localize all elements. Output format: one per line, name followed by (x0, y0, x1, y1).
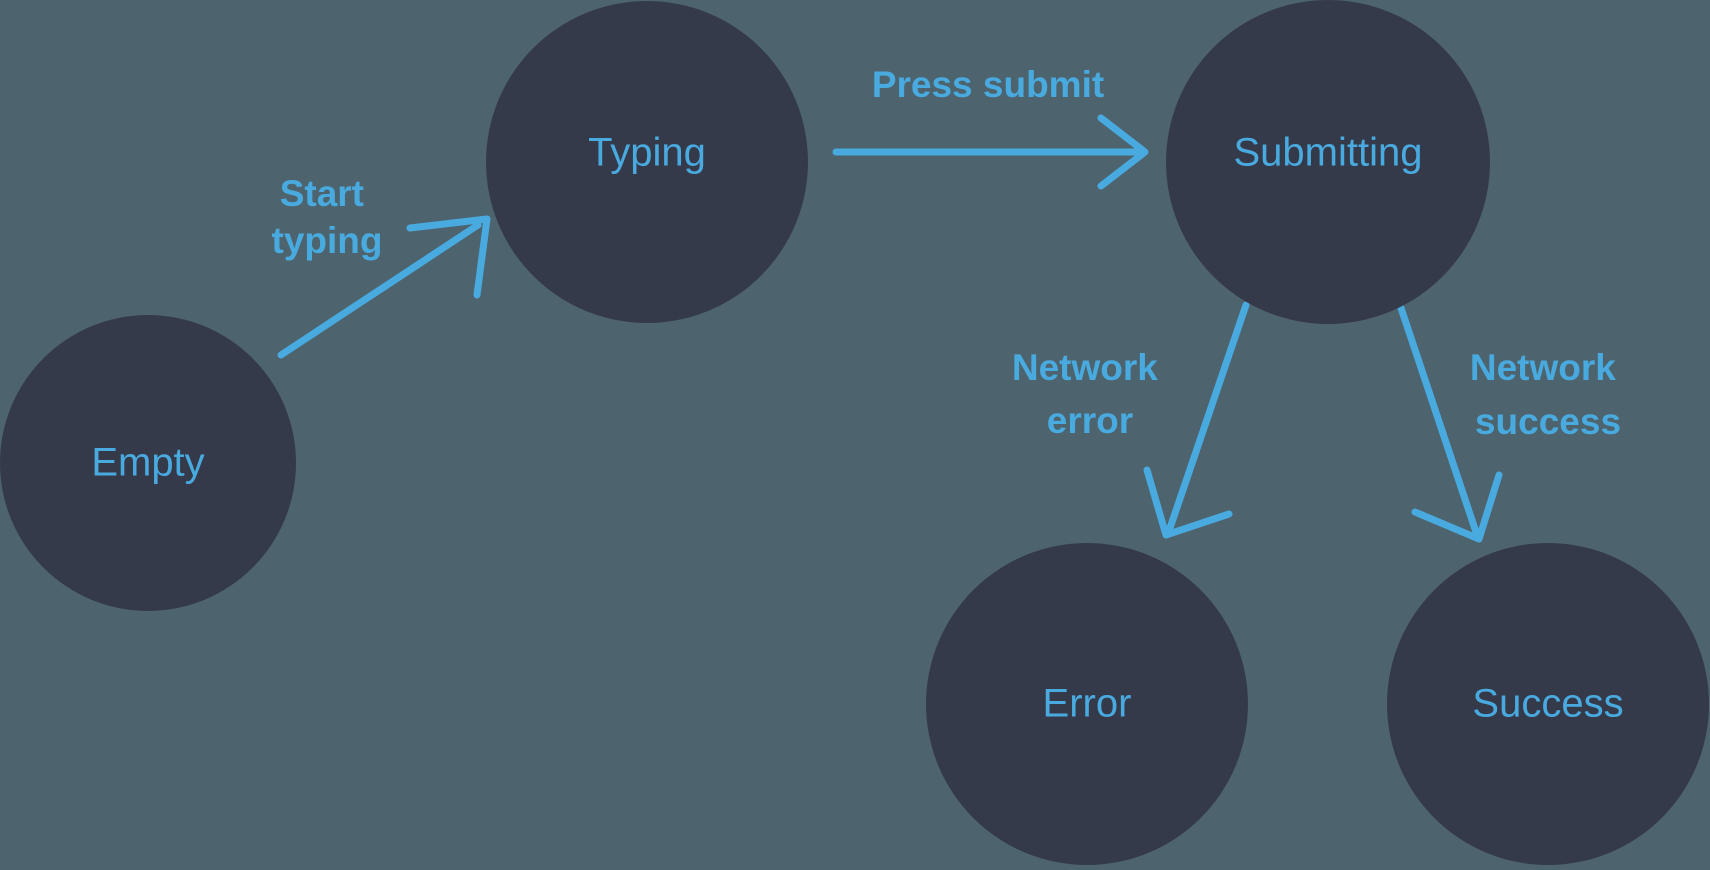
press-submit-arrow-head (1097, 114, 1149, 190)
state-label-submitting: Submitting (1234, 131, 1423, 175)
start-typing-label: Start typing (272, 173, 383, 261)
state-node-empty[interactable]: Empty (0, 315, 296, 611)
start-typing-arrow-line (277, 221, 482, 359)
state-circle-typing[interactable] (486, 1, 808, 323)
state-node-typing[interactable]: Typing (486, 1, 808, 323)
transition-network-error: Network error (1012, 301, 1250, 539)
transition-start-typing: Start typing (272, 173, 491, 359)
network-success-arrow-line (1396, 301, 1480, 536)
state-label-empty: Empty (91, 441, 204, 485)
state-circle-submitting[interactable] (1166, 0, 1490, 324)
state-node-error[interactable]: Error (926, 543, 1248, 865)
state-circle-success[interactable] (1387, 543, 1709, 865)
network-error-arrow-head (1143, 466, 1233, 539)
network-error-arrow-line (1166, 301, 1250, 532)
state-label-success: Success (1472, 682, 1623, 726)
network-success-label: Network success (1470, 347, 1626, 442)
network-success-arrow-head (1411, 471, 1503, 543)
state-circle-empty[interactable] (0, 315, 296, 611)
state-label-error: Error (1043, 682, 1132, 726)
state-circle-error[interactable] (926, 543, 1248, 865)
network-error-label: Network error (1012, 347, 1168, 441)
state-node-submitting[interactable]: Submitting (1166, 0, 1490, 324)
state-node-success[interactable]: Success (1387, 543, 1709, 865)
start-typing-arrow-head (406, 215, 491, 299)
transition-network-success: Network success (1396, 301, 1626, 543)
state-label-typing: Typing (588, 131, 706, 175)
press-submit-label: Press submit (872, 64, 1104, 105)
transition-press-submit: Press submit (832, 64, 1149, 190)
